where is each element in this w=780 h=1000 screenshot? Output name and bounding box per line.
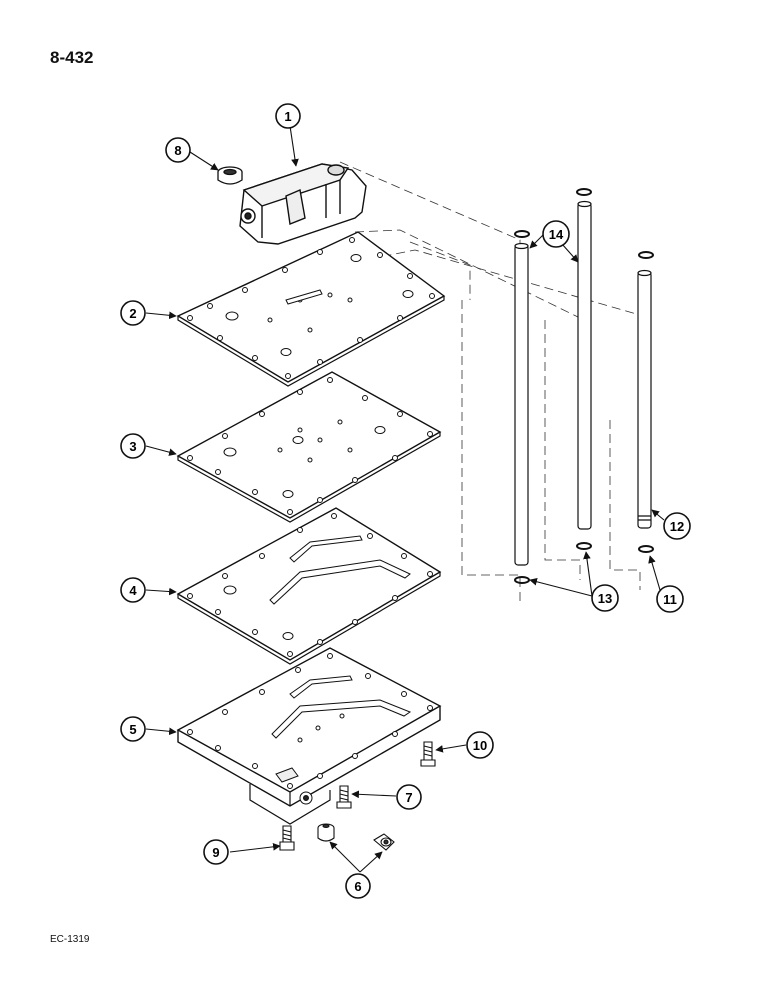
plate-part-4	[176, 507, 442, 665]
callout-9: 9	[203, 839, 229, 865]
callout-12: 12	[663, 512, 691, 540]
base-plate-part-5	[176, 647, 442, 825]
callout-label: 9	[212, 845, 219, 860]
callout-label: 14	[549, 227, 564, 242]
callout-label: 5	[129, 722, 136, 737]
callout-label: 11	[663, 592, 677, 607]
callout-4: 4	[120, 577, 146, 603]
callout-label: 13	[598, 591, 612, 606]
page-number: 8-432	[50, 48, 94, 67]
bolt-part-7	[336, 785, 352, 809]
callout-label: 2	[129, 306, 136, 321]
callout-label: 10	[473, 738, 487, 753]
document-code: EC-1319	[50, 934, 90, 945]
plug-part-8	[217, 166, 243, 185]
plug-part-6a	[317, 823, 335, 842]
plug-part-6b	[373, 833, 395, 851]
callout-1: 1	[275, 103, 301, 129]
tube-part-14-middle	[577, 200, 592, 530]
callout-label: 4	[129, 583, 137, 598]
callout-label: 12	[670, 519, 684, 534]
callout-10: 10	[466, 731, 494, 759]
callout-11: 11	[656, 585, 684, 613]
callout-label: 7	[405, 790, 412, 805]
o-rings	[514, 188, 654, 584]
callout-13: 13	[591, 584, 619, 612]
plate-part-2	[176, 231, 446, 387]
tube-part-12	[637, 269, 652, 529]
callout-label: 8	[174, 143, 181, 158]
callout-6: 6	[345, 873, 371, 899]
callout-label: 3	[129, 439, 136, 454]
callout-label: 6	[354, 879, 361, 894]
callout-5: 5	[120, 716, 146, 742]
bolt-part-9	[279, 825, 295, 851]
tube-part-14-left	[514, 242, 529, 566]
callout-14: 14	[542, 220, 570, 248]
plate-part-3	[176, 371, 442, 523]
callout-label: 1	[284, 109, 291, 124]
valve-body-part	[239, 163, 367, 245]
leader-lines	[145, 125, 665, 873]
callout-3: 3	[120, 433, 146, 459]
callout-8: 8	[165, 137, 191, 163]
callout-7: 7	[396, 784, 422, 810]
bolt-part-10	[420, 741, 436, 767]
callout-2: 2	[120, 300, 146, 326]
